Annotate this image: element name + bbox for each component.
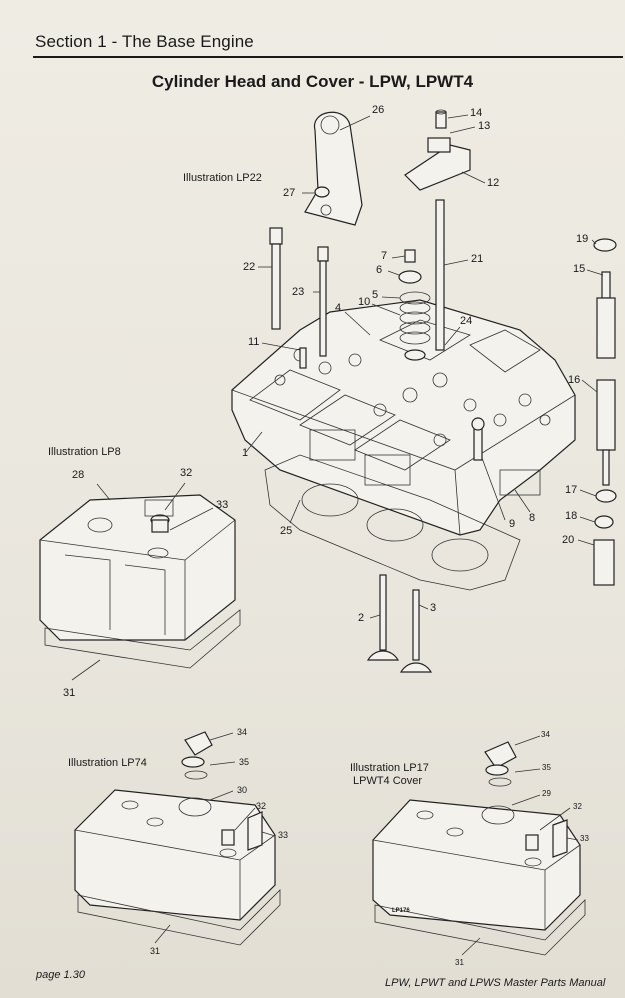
header-rule (33, 56, 623, 58)
callout-1: 1 (242, 447, 249, 459)
callout-10: 10 (358, 296, 371, 308)
caption-lp74: Illustration LP74 (68, 757, 147, 769)
callout-lp17-32: 32 (573, 802, 582, 811)
callout-22: 22 (243, 261, 256, 273)
callout-lp74-31: 31 (150, 946, 161, 956)
caption-lp17-sub: LPWT4 Cover (353, 775, 423, 787)
valves (366, 574, 433, 673)
callout-15: 15 (573, 263, 586, 275)
leader-lines (71, 114, 604, 956)
page-number: page 1.30 (36, 969, 85, 981)
injector-parts (593, 238, 617, 586)
page-title: Cylinder Head and Cover - LPW, LPWT4 (151, 72, 474, 91)
rocker-cover-lp8 (39, 494, 241, 669)
callout-23: 23 (292, 286, 305, 298)
callout-26: 26 (372, 104, 385, 116)
callout-lp74-32: 32 (256, 801, 267, 811)
caption-lp17: Illustration LP17 (350, 762, 429, 774)
callout-3: 3 (430, 602, 437, 614)
callout-16: 16 (568, 374, 581, 386)
section-heading: Section 1 - The Base Engine (35, 32, 254, 51)
callout-lp17-31: 31 (455, 958, 464, 967)
callout-lp74-35: 35 (239, 757, 250, 767)
callout-lp74-30: 30 (237, 785, 248, 795)
callout-18: 18 (565, 510, 578, 522)
callout-19: 19 (576, 233, 589, 245)
callout-2: 2 (358, 612, 365, 624)
callout-9: 9 (509, 518, 516, 530)
manual-title: LPW, LPWT and LPWS Master Parts Manual (385, 977, 606, 989)
figure-tag-lp176: LP176 (392, 908, 410, 914)
callout-13: 13 (478, 120, 491, 132)
callout-lp17-29: 29 (542, 789, 551, 798)
callout-5: 5 (372, 289, 379, 301)
callout-11: 11 (248, 336, 260, 348)
rocker-cover-lp17 (372, 741, 586, 956)
callout-24: 24 (460, 315, 473, 327)
callout-7: 7 (381, 250, 388, 262)
callout-lp17-34: 34 (541, 730, 550, 739)
caption-lp8: Illustration LP8 (48, 446, 121, 458)
callout-14: 14 (470, 107, 483, 119)
callout-4: 4 (335, 302, 342, 314)
callout-25: 25 (280, 525, 293, 537)
rocker-assembly (404, 109, 471, 191)
callout-20: 20 (562, 534, 575, 546)
valve-spring-stack (398, 249, 431, 361)
head-gasket (264, 454, 521, 591)
callout-31: 31 (63, 687, 76, 699)
rocker-cover-lp74 (74, 731, 281, 946)
callout-33: 33 (216, 499, 229, 511)
caption-lp22: Illustration LP22 (183, 172, 262, 184)
callout-17: 17 (565, 484, 578, 496)
bolts-and-studs (269, 199, 485, 461)
callout-8: 8 (529, 512, 536, 524)
callout-lp17-33: 33 (580, 834, 589, 843)
callout-lp74-33: 33 (278, 830, 289, 840)
callout-12: 12 (487, 177, 500, 189)
callout-21: 21 (471, 253, 484, 265)
callout-lp17-35: 35 (542, 763, 551, 772)
callout-6: 6 (376, 264, 383, 276)
callout-32: 32 (180, 467, 193, 479)
lifting-eye (304, 111, 363, 226)
callout-lp74-34: 34 (237, 727, 248, 737)
cylinder-head (231, 299, 576, 536)
callout-27: 27 (283, 187, 296, 199)
callout-28: 28 (72, 469, 85, 481)
